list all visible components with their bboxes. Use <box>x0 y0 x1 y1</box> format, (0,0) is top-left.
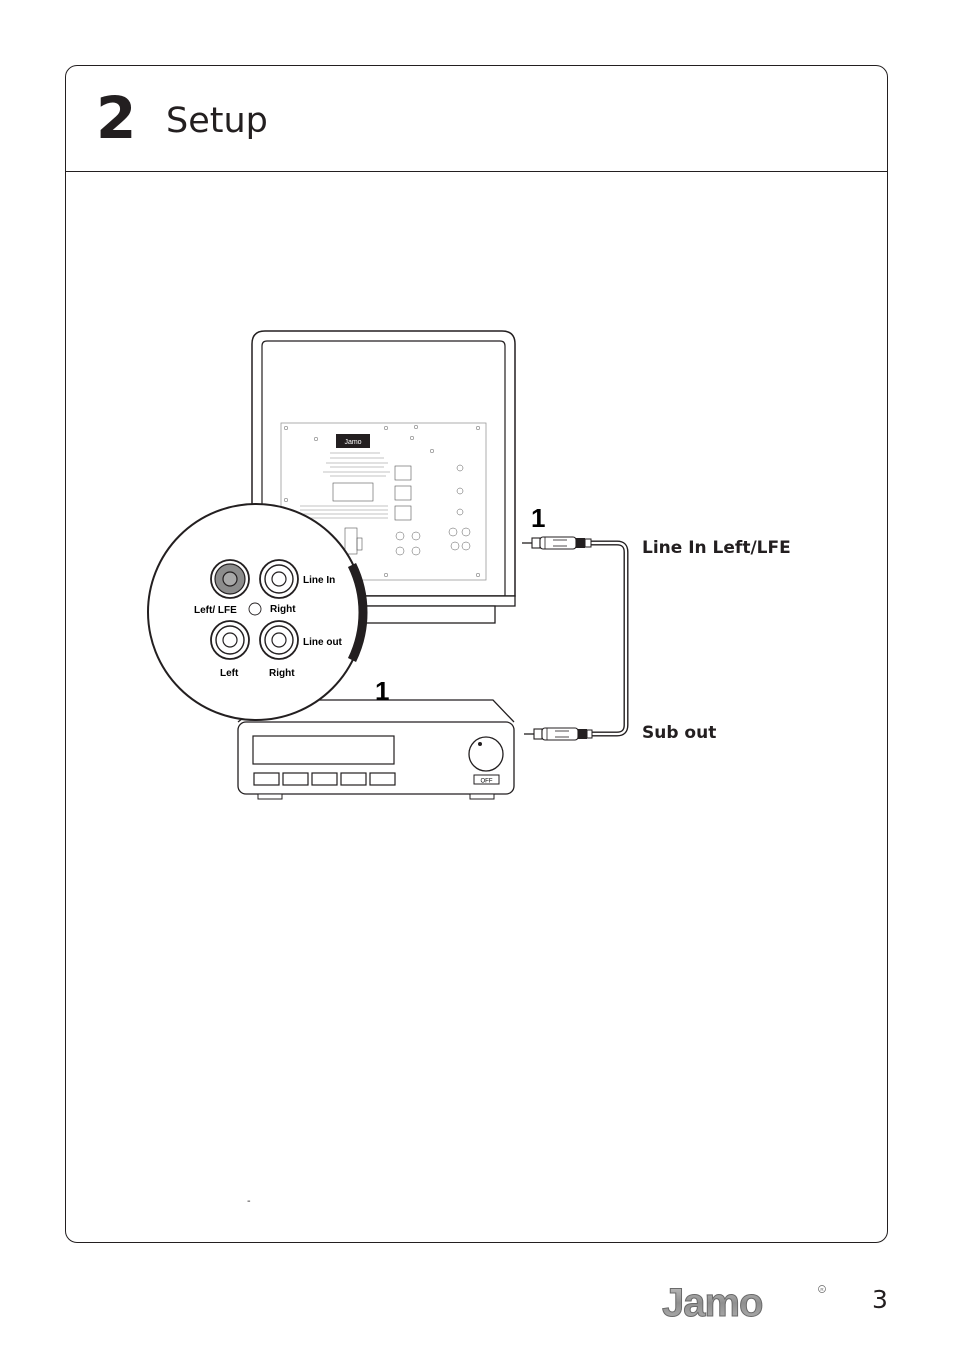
jamo-logo: Jamo R <box>662 1281 826 1324</box>
label-line-out: Line out <box>303 637 343 648</box>
receiver-display <box>252 735 395 765</box>
sub-logo-badge <box>336 434 370 448</box>
volume-knob <box>468 736 504 772</box>
header-divider <box>65 171 888 172</box>
label-left-lfe: Left/ LFE <box>194 605 237 616</box>
logo-wordmark: Jamo <box>662 1281 763 1324</box>
connector-zoom: Line In Left/ LFE Right Line out Left Ri… <box>147 503 368 721</box>
label-right-in: Right <box>270 604 296 615</box>
page-number: 3 <box>872 1285 888 1314</box>
stray-mark: - <box>247 1196 251 1207</box>
step-number-lower: 1 <box>375 676 389 706</box>
receiver: OFF <box>237 699 515 800</box>
label-line-in-left-lfe: Line In Left/LFE <box>642 538 791 558</box>
power-button-label: OFF <box>481 779 493 785</box>
label-line-in: Line In <box>303 575 335 586</box>
sub-logo-text: Jamo <box>344 439 361 446</box>
label-sub-out: Sub out <box>642 723 717 743</box>
section-number: 2 <box>96 84 136 152</box>
page-frame <box>65 65 888 1243</box>
indicator-led <box>248 602 262 616</box>
label-right-out: Right <box>269 668 295 679</box>
step-number-upper: 1 <box>531 503 545 533</box>
section-title: Setup <box>166 101 268 141</box>
setup-diagram: Jamo <box>147 330 629 800</box>
label-left-out: Left <box>220 668 239 679</box>
svg-text:R: R <box>820 1287 824 1292</box>
rca-cable <box>522 536 629 741</box>
